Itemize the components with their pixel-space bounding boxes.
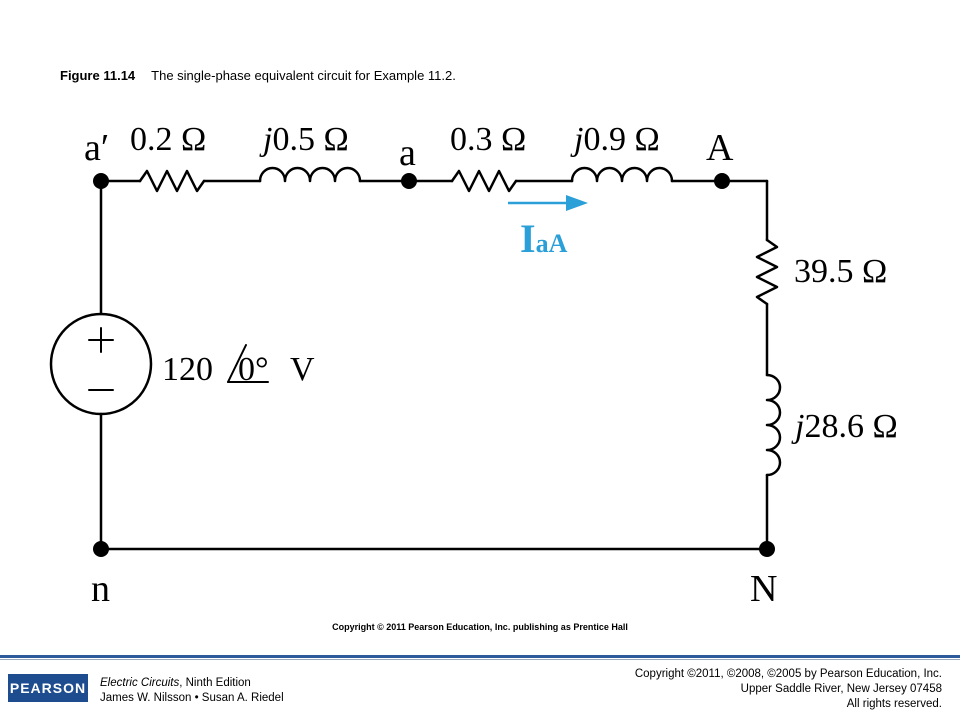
node-label-N: N xyxy=(750,568,777,610)
label-j0-9-ohm: j0.9 Ω xyxy=(570,121,660,158)
node-label-n: n xyxy=(91,568,110,610)
book-edition: , Ninth Edition xyxy=(179,677,251,689)
node-a-dot xyxy=(401,173,417,189)
resistor-39-5-ohm xyxy=(755,238,779,306)
label-0-2-ohm: 0.2 Ω xyxy=(130,121,206,158)
footer-rule-thin xyxy=(0,659,960,660)
book-title: Electric Circuits xyxy=(100,677,180,689)
node-N-dot xyxy=(759,541,775,557)
copyright-line-3: All rights reserved. xyxy=(846,698,942,710)
publisher-info: Copyright ©2011, ©2008, ©2005 by Pearson… xyxy=(635,667,942,712)
angle-symbol-slash xyxy=(227,344,247,383)
label-j0-5-ohm: j0.5 Ω xyxy=(259,121,349,158)
source-angle: 0° xyxy=(238,351,269,388)
resistor-0-3-ohm xyxy=(450,169,518,193)
label-39-5-ohm: 39.5 Ω xyxy=(794,253,887,290)
current-arrow xyxy=(508,195,588,211)
resistor-0-2-ohm xyxy=(138,169,206,193)
figure-copyright: Copyright © 2011 Pearson Education, Inc.… xyxy=(332,622,628,632)
source-magnitude: 120 xyxy=(162,351,213,388)
node-a-prime-dot xyxy=(93,173,109,189)
node-label-a-prime: a′ xyxy=(84,127,109,169)
figure-caption: Figure 11.14 The single-phase equivalent … xyxy=(60,68,456,83)
book-authors: James W. Nilsson • Susan A. Riedel xyxy=(100,692,284,704)
circuit-diagram: a′ a A n N 0.2 Ω j0.5 Ω 0.3 Ω j0.9 Ω 39.… xyxy=(49,121,898,610)
book-info: Electric Circuits, Ninth Edition James W… xyxy=(100,676,284,706)
inductor-j0-5-ohm xyxy=(258,166,362,183)
label-j28-6-ohm: j28.6 Ω xyxy=(791,408,898,445)
copyright-line-2: Upper Saddle River, New Jersey 07458 xyxy=(740,683,942,695)
caption-text: The single-phase equivalent circuit for … xyxy=(151,68,456,83)
pearson-logo: PEARSON xyxy=(8,674,88,702)
node-n-dot xyxy=(93,541,109,557)
footer-rule xyxy=(0,655,960,658)
book-title-line: Electric Circuits, Ninth Edition xyxy=(100,676,284,691)
source-unit: V xyxy=(290,351,315,388)
current-label: IaA xyxy=(520,216,568,261)
node-A-dot xyxy=(714,173,730,189)
copyright-line-1: Copyright ©2011, ©2008, ©2005 by Pearson… xyxy=(634,668,942,680)
node-label-A: A xyxy=(706,127,734,169)
figure-number: Figure 11.14 xyxy=(60,68,136,83)
inductor-j28-6-ohm xyxy=(765,373,782,477)
label-0-3-ohm: 0.3 Ω xyxy=(450,121,526,158)
inductor-j0-9-ohm xyxy=(570,166,674,183)
node-label-a: a xyxy=(399,132,416,174)
